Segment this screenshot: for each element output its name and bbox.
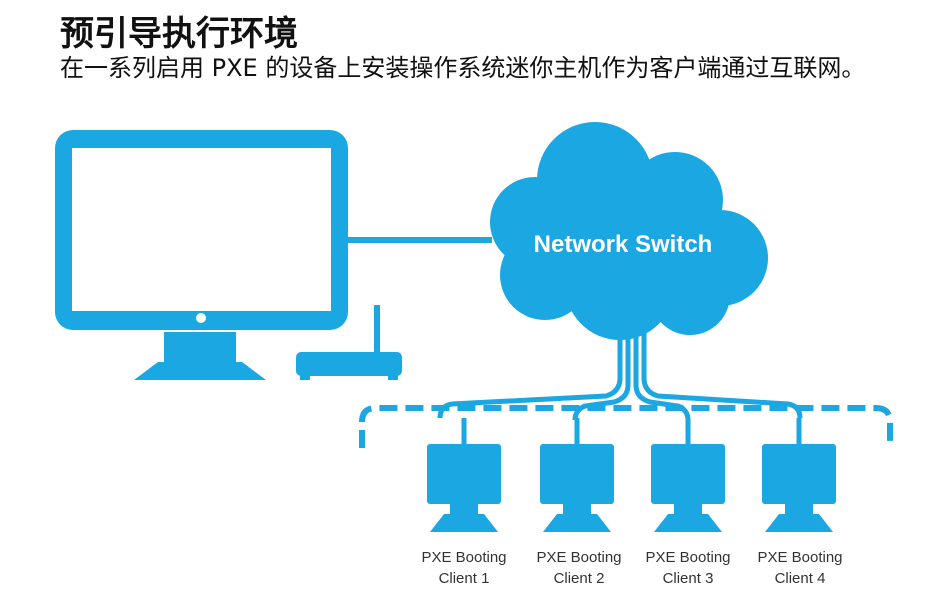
page-subtitle: 在一系列启用 PXE 的设备上安装操作系统迷你主机作为客户端通过互联网。: [60, 54, 866, 82]
router-antenna: [374, 305, 380, 357]
cloud-icon: [490, 122, 768, 340]
router-icon: [296, 305, 402, 380]
monitor-neck: [164, 332, 236, 362]
client-computer-icon: [651, 444, 725, 532]
monitor-base: [134, 362, 266, 380]
network-bus: [359, 405, 893, 448]
monitor-icon: [55, 130, 348, 380]
client-2-label-line2: Client 2: [554, 570, 605, 587]
client-2-label-line1: PXE Booting: [536, 549, 621, 566]
client-computer-icon: [540, 444, 614, 532]
router-foot-right: [388, 374, 398, 380]
drop-cables: [461, 418, 802, 445]
monitor-screen: [72, 148, 331, 311]
client-4-label-line1: PXE Booting: [757, 549, 842, 566]
client-computers: [427, 444, 836, 532]
client-3-label-line1: PXE Booting: [645, 549, 730, 566]
router-foot-left: [300, 374, 310, 380]
page-title: 预引导执行环境: [60, 14, 298, 54]
client-1-label-line1: PXE Booting: [421, 549, 506, 566]
client-computer-icon: [427, 444, 501, 532]
client-3-label-line2: Client 3: [663, 570, 714, 587]
client-4-label-line2: Client 4: [775, 570, 826, 587]
monitor-power-light: [196, 313, 206, 323]
network-switch-label: Network Switch: [534, 231, 713, 258]
client-computer-icon: [762, 444, 836, 532]
client-1-label-line2: Client 1: [439, 570, 490, 587]
router-body: [296, 352, 402, 376]
trunk-cables: [437, 325, 803, 421]
